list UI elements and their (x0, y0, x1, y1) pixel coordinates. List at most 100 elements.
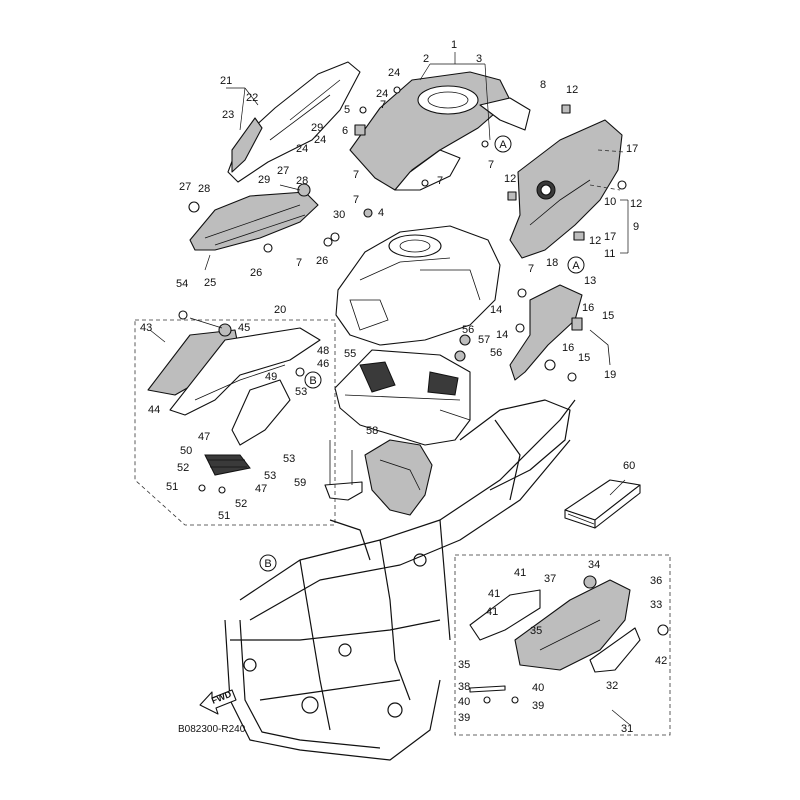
callout-39b: 39 (532, 700, 544, 712)
callout-60: 60 (623, 460, 635, 472)
callout-56: 56 (462, 324, 474, 336)
callout-45: 45 (238, 322, 250, 334)
callout-24d: 24 (296, 143, 308, 155)
callout-2: 2 (423, 53, 429, 65)
fuel-tank (335, 225, 501, 346)
callout-40b: 40 (532, 682, 544, 694)
right-bracket (509, 284, 611, 381)
callout-39: 39 (458, 712, 470, 724)
callout-54: 54 (176, 278, 188, 290)
callout-52b: 52 (235, 498, 247, 510)
callout-26b: 26 (316, 255, 328, 267)
callout-labels: 1 2 3 4 5 6 7 7 7 7 7 7 7 8 9 10 11 12 1… (140, 39, 667, 735)
owners-manual (564, 479, 641, 529)
callout-12b: 12 (504, 173, 516, 185)
callout-14: 14 (490, 304, 502, 316)
fwd-arrow-icon: FWD (199, 689, 237, 715)
callout-5: 5 (344, 104, 350, 116)
callout-53b: 53 (283, 453, 295, 465)
callout-38: 38 (458, 681, 470, 693)
callout-49: 49 (265, 371, 277, 383)
callout-7: 7 (380, 99, 386, 111)
callout-47: 47 (198, 431, 210, 443)
callout-18: 18 (546, 257, 558, 269)
callout-48: 48 (317, 345, 329, 357)
svg-text:A: A (499, 139, 507, 151)
callout-7c: 7 (488, 159, 494, 171)
callout-33: 33 (650, 599, 662, 611)
callout-19: 19 (604, 369, 616, 381)
callout-42: 42 (655, 655, 667, 667)
callout-3: 3 (476, 53, 482, 65)
right-side-cover (509, 119, 626, 259)
callout-24c: 24 (314, 134, 326, 146)
svg-text:A: A (572, 260, 580, 272)
callout-6: 6 (342, 125, 348, 137)
callout-22: 22 (246, 92, 258, 104)
callout-43: 43 (140, 322, 152, 334)
callout-50: 50 (180, 445, 192, 457)
callout-12: 12 (566, 84, 578, 96)
left-upper-side-cover (227, 61, 361, 183)
callout-9: 9 (633, 221, 639, 233)
callout-40: 40 (458, 696, 470, 708)
callout-27: 27 (179, 181, 191, 193)
callout-55: 55 (344, 348, 356, 360)
tank-lower-cover (334, 349, 471, 446)
callout-17b: 17 (604, 231, 616, 243)
callout-11: 11 (604, 248, 615, 260)
callout-7f: 7 (296, 257, 302, 269)
callout-58: 58 (366, 425, 378, 437)
svg-text:B: B (309, 375, 316, 387)
callout-47b: 47 (255, 483, 267, 495)
callout-12c: 12 (630, 198, 642, 210)
callout-27b: 27 (277, 165, 289, 177)
callout-30: 30 (333, 209, 345, 221)
callout-51b: 51 (218, 510, 230, 522)
callout-25: 25 (204, 277, 216, 289)
callout-57: 57 (478, 334, 490, 346)
callout-7g: 7 (528, 263, 534, 275)
right-lower-cover-assy (454, 554, 671, 736)
leader-lines (149, 52, 631, 726)
callout-31: 31 (621, 723, 633, 735)
callout-24: 24 (388, 67, 400, 79)
reference-marker-b-left: B (304, 371, 322, 389)
callout-36: 36 (650, 575, 662, 587)
callout-29: 29 (311, 122, 323, 134)
callout-16: 16 (582, 302, 594, 314)
callout-34: 34 (588, 559, 600, 571)
callout-59: 59 (294, 477, 306, 489)
diagram-code: B082300-R240 (178, 724, 246, 735)
callout-32: 32 (606, 680, 618, 692)
callout-29b: 29 (258, 174, 270, 186)
air-duct-cover (364, 439, 433, 516)
callout-35: 35 (530, 625, 542, 637)
callout-52: 52 (177, 462, 189, 474)
fasteners (178, 86, 669, 704)
callout-12d: 12 (589, 235, 601, 247)
callout-17: 17 (626, 143, 638, 155)
callout-15b: 15 (578, 352, 590, 364)
tank-top-cover (349, 71, 531, 191)
callout-24b: 24 (376, 88, 388, 100)
callout-41: 41 (514, 567, 526, 579)
bracket (324, 440, 363, 501)
callout-10: 10 (604, 196, 616, 208)
left-side-cover (189, 191, 319, 251)
callout-51: 51 (166, 481, 178, 493)
callout-8: 8 (540, 79, 546, 91)
callout-7e: 7 (353, 194, 359, 206)
callout-53c: 53 (264, 470, 276, 482)
callout-44: 44 (148, 404, 160, 416)
callout-1: 1 (451, 39, 457, 51)
left-lower-cover-assy (134, 319, 336, 526)
callout-26: 26 (250, 267, 262, 279)
callout-53: 53 (295, 386, 307, 398)
callout-28b: 28 (296, 175, 308, 187)
reference-marker-b-frame: B (259, 554, 277, 572)
callout-13: 13 (584, 275, 596, 287)
callout-7b: 7 (437, 175, 443, 187)
callout-37: 37 (544, 573, 556, 585)
